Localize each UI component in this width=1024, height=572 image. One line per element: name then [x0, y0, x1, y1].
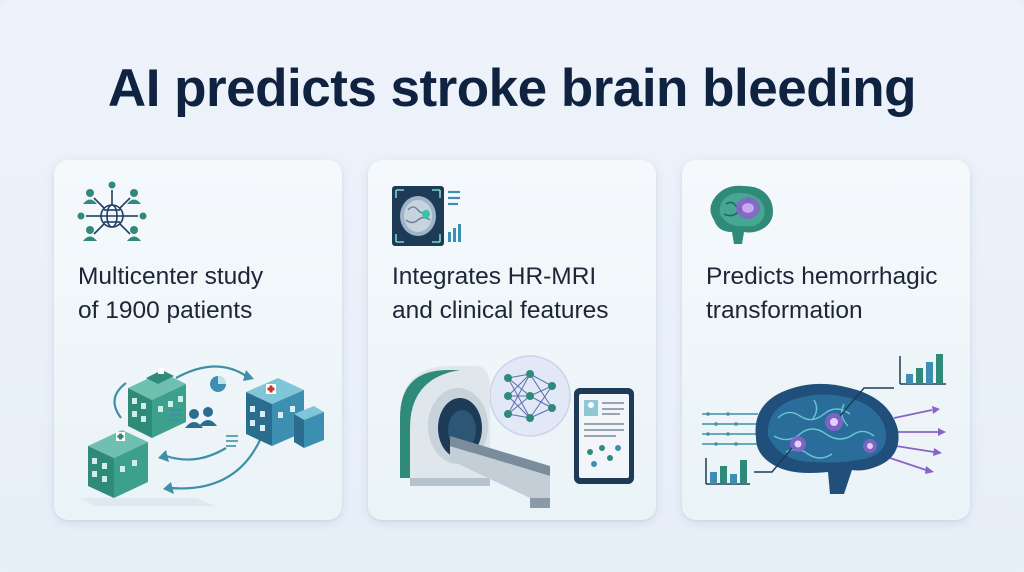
network-people-icon	[77, 181, 147, 241]
card-line: Predicts hemorrhagic	[706, 263, 938, 290]
brain-icon	[710, 185, 773, 244]
mri-scan-icon	[392, 186, 461, 246]
card-text: Multicenter study of 1900 patients	[78, 260, 348, 328]
card-line: transformation	[706, 297, 863, 324]
page-title: AI predicts stroke brain bleeding	[107, 59, 917, 118]
brain-prediction-illustration	[702, 354, 946, 494]
card-line: Integrates HR-MRI	[392, 263, 597, 290]
card-line: and clinical features	[392, 297, 609, 324]
mri-scanner-illustration	[400, 355, 634, 508]
card-text: Integrates HR-MRI and clinical features	[392, 260, 662, 328]
card-prediction: Predicts hemorrhagic transformation	[682, 160, 970, 520]
card-hr-mri: Integrates HR-MRI and clinical features	[368, 160, 656, 520]
card-multicenter-study: Multicenter study of 1900 patients	[54, 160, 342, 520]
card-line: Multicenter study	[78, 263, 264, 290]
card-line: of 1900 patients	[78, 297, 253, 324]
card-text: Predicts hemorrhagic transformation	[706, 260, 976, 328]
hospitals-network-illustration	[78, 365, 324, 506]
